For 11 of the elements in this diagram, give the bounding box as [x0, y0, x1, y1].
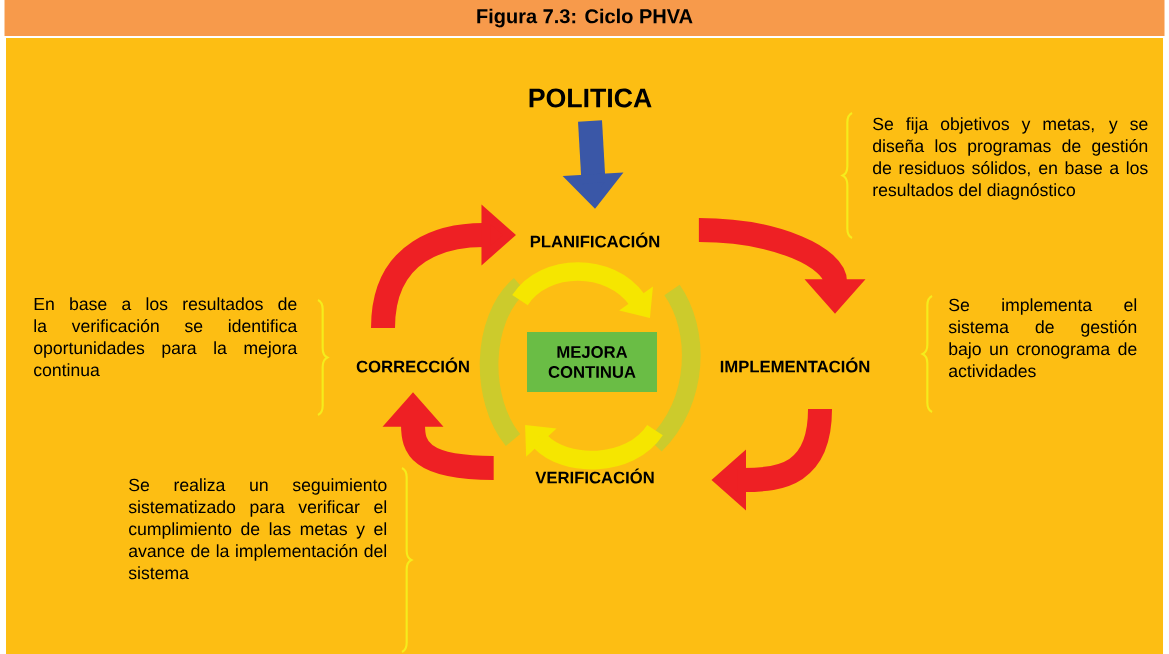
description-text: Se realiza un seguimiento sistematizado para verificar el cumplimiento de las metas y el avance de la implementación del sistema	[128, 478, 387, 580]
stage-label: IMPLEMENTACIÓN	[720, 357, 870, 373]
center-box: MEJORA CONTINUA	[527, 332, 657, 392]
description-text: En base a los resultados de la verificación se identifica oportunidades para la mejora continua	[34, 297, 298, 377]
policy-label: POLITICA	[529, 88, 652, 108]
title-bar: Figura 7.3: Ciclo PHVA	[4, 0, 1165, 36]
stage-label: VERIFICACIÓN	[535, 468, 654, 484]
stage-label: CORRECCIÓN	[356, 357, 469, 373]
description-text: Se implementa el sistema de gestión bajo un cronograma de actividades	[948, 298, 1137, 378]
description-text: Se fija objetivos y metas, y se diseña los programas de gestión de residuos sólidos, en base a los resultados del diagnóstico	[873, 117, 1148, 200]
stage-label: PLANIFICACIÓN	[530, 232, 660, 248]
